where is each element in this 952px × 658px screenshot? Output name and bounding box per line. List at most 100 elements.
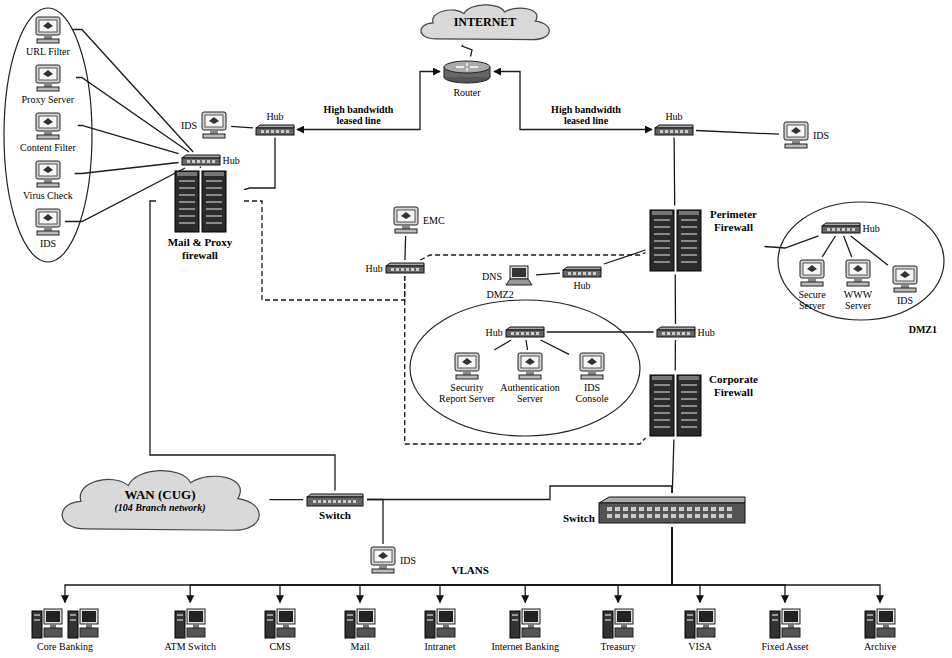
proxy-server: Proxy Server bbox=[22, 64, 75, 105]
ids-sensor: IDS bbox=[33, 208, 63, 249]
vlan-server: Mail bbox=[343, 605, 377, 652]
icon bbox=[797, 259, 827, 287]
router: Router bbox=[442, 59, 492, 98]
server-icon bbox=[343, 605, 377, 639]
icon bbox=[504, 265, 534, 287]
router-icon bbox=[442, 59, 492, 85]
vlan-server: Internet Banking bbox=[492, 605, 559, 652]
network-link bbox=[231, 126, 253, 128]
node-label: Switch bbox=[319, 509, 351, 522]
computer-icon bbox=[577, 352, 607, 380]
network-link bbox=[536, 273, 560, 275]
icon bbox=[452, 352, 482, 380]
computer-icon bbox=[368, 546, 398, 574]
node-label: IDS bbox=[181, 120, 197, 131]
icon bbox=[255, 124, 295, 136]
ids-console: IDS Console bbox=[571, 352, 613, 404]
node-label: Hub bbox=[266, 111, 283, 122]
node-label: Hub bbox=[486, 327, 503, 338]
icon bbox=[33, 16, 63, 44]
network-link bbox=[367, 500, 383, 545]
secure-server: Secure Server bbox=[790, 259, 834, 311]
server-icon bbox=[863, 605, 897, 639]
icon bbox=[385, 262, 425, 274]
icon bbox=[423, 605, 457, 639]
network-link bbox=[604, 250, 646, 264]
icon bbox=[263, 605, 297, 639]
network-link bbox=[72, 30, 193, 153]
hub: Hub bbox=[255, 111, 295, 136]
computer-icon bbox=[391, 206, 421, 234]
firewall: Perimeter Firewall bbox=[648, 208, 763, 273]
network-link bbox=[78, 126, 179, 154]
vlan-server: Core Banking bbox=[30, 605, 100, 652]
hub-icon bbox=[656, 326, 696, 338]
network-link bbox=[280, 527, 672, 603]
network-link bbox=[270, 499, 304, 500]
icon bbox=[33, 208, 63, 236]
node-label: ATM Switch bbox=[165, 641, 216, 652]
hub: Hub bbox=[821, 222, 880, 234]
hub-icon bbox=[255, 124, 295, 136]
icon bbox=[33, 64, 63, 92]
network-link bbox=[844, 236, 852, 257]
node-label: EMC bbox=[423, 215, 445, 226]
server-icon bbox=[601, 605, 635, 639]
network-link bbox=[618, 527, 672, 603]
url-filter: URL Filter bbox=[26, 16, 70, 57]
network-link bbox=[462, 45, 472, 57]
node-label: Hub bbox=[665, 111, 682, 122]
network-link bbox=[672, 440, 674, 494]
node-label: Internet Banking bbox=[492, 641, 559, 652]
icon bbox=[391, 206, 421, 234]
node-label: Security Report Server bbox=[437, 382, 497, 404]
ids-sensor: IDS bbox=[181, 111, 229, 139]
server-icon bbox=[768, 605, 802, 639]
computer-icon bbox=[33, 208, 63, 236]
internet-cloud: INTERNET bbox=[415, 1, 555, 43]
node-label: INTERNET bbox=[454, 15, 517, 29]
node-label: IDS bbox=[897, 295, 913, 306]
node-label: Router bbox=[453, 87, 480, 98]
network-link bbox=[75, 163, 179, 174]
icon bbox=[821, 222, 861, 234]
icon bbox=[648, 208, 703, 273]
node-label: WAN (CUG) bbox=[124, 487, 195, 502]
diagram-label: VLANS bbox=[452, 565, 489, 576]
switch-icon bbox=[305, 493, 365, 507]
icon bbox=[442, 59, 492, 85]
vlan-server: ATM Switch bbox=[165, 605, 216, 652]
icon bbox=[890, 265, 920, 293]
node-label: CMS bbox=[269, 641, 290, 652]
network-link bbox=[547, 331, 654, 332]
node-label: Mail bbox=[351, 641, 370, 652]
network-link bbox=[244, 138, 275, 190]
switch: Switch bbox=[305, 493, 365, 522]
node-label: Corporate Firewall bbox=[705, 373, 763, 399]
network-link bbox=[765, 236, 819, 248]
hub-icon bbox=[385, 262, 425, 274]
node-label: IDS Console bbox=[571, 382, 613, 404]
hub-icon bbox=[821, 222, 861, 234]
network-link bbox=[494, 340, 511, 350]
hub-icon bbox=[562, 266, 602, 278]
network-link bbox=[440, 527, 672, 603]
node-label: Hub bbox=[223, 155, 240, 166]
diagram-label: DMZ2 bbox=[487, 289, 514, 300]
firewall-icon bbox=[648, 373, 703, 438]
vlan-server: VISA bbox=[683, 605, 717, 652]
icon bbox=[173, 605, 207, 639]
node-label: (104 Branch network) bbox=[114, 502, 205, 514]
node-label: Perimeter Firewall bbox=[705, 208, 763, 234]
server-icon bbox=[30, 605, 100, 639]
network-link bbox=[404, 236, 406, 260]
computer-icon bbox=[33, 160, 63, 188]
vlan-server: Archive bbox=[863, 605, 897, 652]
hub-icon bbox=[181, 154, 221, 166]
core-switch-icon bbox=[597, 495, 747, 525]
node-label: Hub bbox=[573, 280, 590, 291]
dns-server: DNS bbox=[482, 265, 534, 287]
content-filter: Content Filter bbox=[20, 112, 76, 153]
